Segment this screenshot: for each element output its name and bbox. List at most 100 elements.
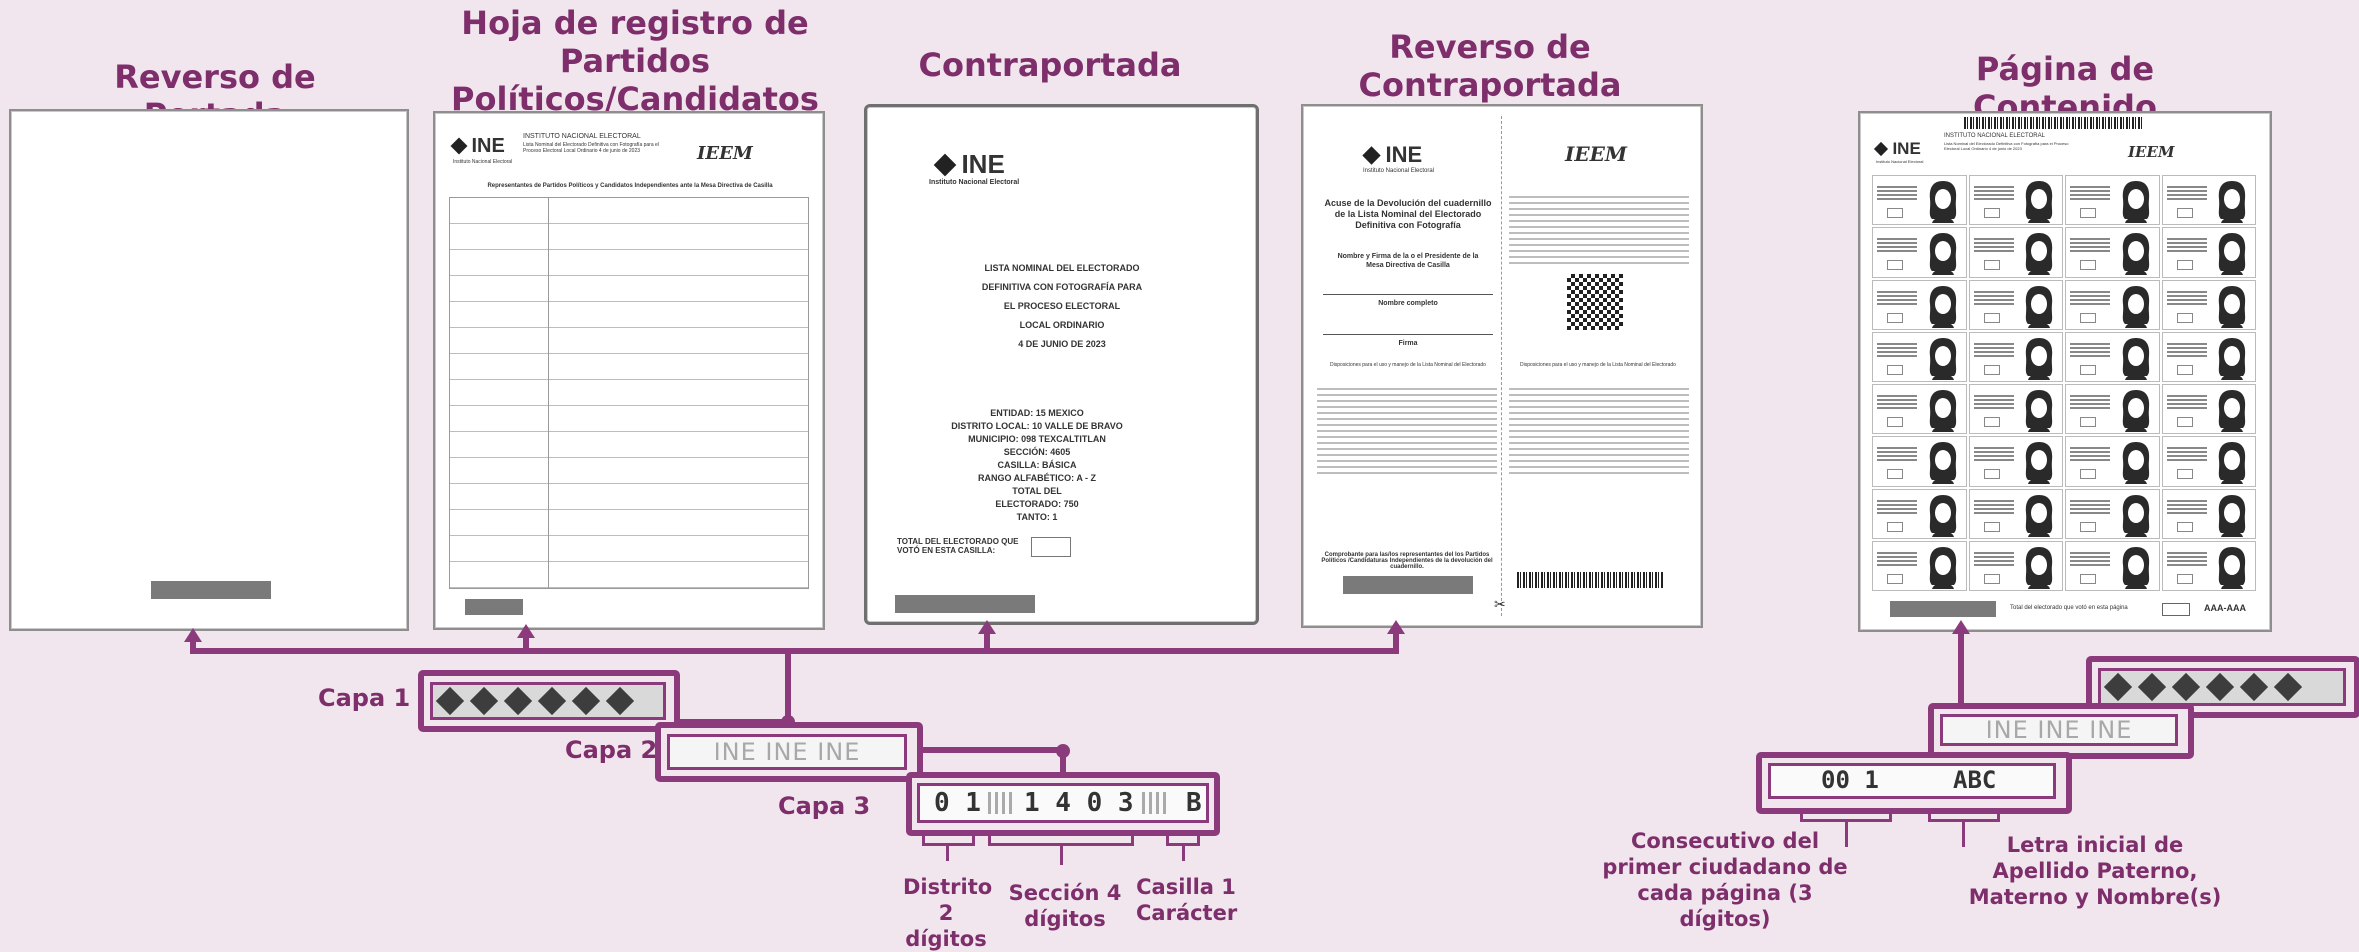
person-silhouette-icon xyxy=(2025,233,2053,276)
title-contraportada: Contraportada xyxy=(918,46,1182,84)
ieem-logo: IEEM xyxy=(2128,143,2175,161)
capa3-seccion: 1 4 0 3 xyxy=(1024,788,1134,818)
code-strip xyxy=(151,581,271,599)
disposiciones-left: Disposiciones para el uso y manejo de la… xyxy=(1330,362,1486,368)
voter-cell xyxy=(1872,175,1967,226)
capa2-label: Capa 2 xyxy=(565,736,658,764)
person-silhouette-icon xyxy=(2025,337,2053,380)
photo-grid xyxy=(1872,175,2258,593)
ieem-logo: IEEM xyxy=(1565,142,1627,166)
capa3-box: 0 1 1 4 0 3 B xyxy=(906,772,1220,836)
person-silhouette-icon xyxy=(1929,546,1956,589)
label-casilla: Casilla 1 Carácter xyxy=(1136,875,1238,925)
capa2-ine-text: INE INE INE xyxy=(667,734,907,770)
capa3-label: Capa 3 xyxy=(778,792,871,820)
person-silhouette-icon xyxy=(1929,442,1956,485)
person-silhouette-icon xyxy=(2025,285,2053,328)
voter-cell xyxy=(1968,227,2063,278)
person-silhouette-icon xyxy=(2025,546,2053,589)
code-strip xyxy=(1890,601,1996,617)
person-silhouette-icon xyxy=(2122,546,2149,589)
person-silhouette-icon xyxy=(2218,390,2246,432)
page-contraportada: INE Instituto Nacional Electoral LISTA N… xyxy=(864,104,1259,625)
nombre-firma: Nombre y Firma de la o el Presidente de … xyxy=(1337,253,1479,269)
ine-subtitle: Instituto Nacional Electoral xyxy=(453,159,513,165)
voter-cell xyxy=(2065,279,2160,330)
ine-logo: INE xyxy=(933,149,1005,180)
voter-cell xyxy=(1968,175,2063,226)
label-distrito: Distrito 2 dígitos xyxy=(903,875,993,951)
right-capa2-ine-text: INE INE INE xyxy=(1940,714,2178,746)
comprobante: Comprobante para las/los representantes … xyxy=(1321,552,1493,570)
capa3-bars xyxy=(988,792,1016,814)
voter-cell xyxy=(2161,279,2256,330)
person-silhouette-icon xyxy=(2218,442,2246,485)
title-reverso-contraportada: Reverso de Contraportada xyxy=(1358,28,1622,104)
person-silhouette-icon xyxy=(1929,285,1956,328)
qr-code-icon xyxy=(1567,274,1623,330)
voter-cell xyxy=(1872,384,1967,435)
voter-cell xyxy=(1968,488,2063,539)
texto-der xyxy=(1509,388,1689,478)
voter-cell xyxy=(1968,331,2063,382)
barcode xyxy=(1964,117,2144,129)
person-silhouette-icon xyxy=(2122,285,2149,328)
header-text: INSTITUTO NACIONAL ELECTORAL xyxy=(1944,133,2045,139)
texto-der-top xyxy=(1509,196,1689,266)
person-silhouette-icon xyxy=(2122,442,2149,485)
total-votaron: TOTAL DEL ELECTORADO QUE VOTÓ EN ESTA CA… xyxy=(897,537,1019,555)
label-seccion: Sección 4 dígitos xyxy=(1008,881,1122,931)
voter-cell xyxy=(2161,436,2256,487)
capa3-bars xyxy=(1142,792,1168,814)
page-contenido: INE Instituto Nacional Electoral INSTITU… xyxy=(1858,111,2272,632)
voter-cell xyxy=(1872,227,1967,278)
voter-cell xyxy=(1872,436,1967,487)
voter-cell xyxy=(2065,540,2160,591)
voter-cell xyxy=(2065,331,2160,382)
person-silhouette-icon xyxy=(2025,181,2053,223)
capa3-casilla: B xyxy=(1186,788,1202,818)
disposiciones-right: Disposiciones para el uso y manejo de la… xyxy=(1520,362,1676,368)
capa2-box: INE INE INE xyxy=(655,722,923,782)
person-silhouette-icon xyxy=(1929,390,1956,432)
capa1-label: Capa 1 xyxy=(318,684,411,712)
page-hoja-registro: INE Instituto Nacional Electoral INSTITU… xyxy=(433,111,825,630)
voter-cell xyxy=(1872,540,1967,591)
code-strip xyxy=(1343,576,1473,594)
voter-cell xyxy=(2065,488,2160,539)
ine-subtitle: Instituto Nacional Electoral xyxy=(1363,168,1435,174)
ieem-logo: IEEM xyxy=(697,143,753,164)
ine-subtitle: Instituto Nacional Electoral xyxy=(929,179,1020,186)
person-silhouette-icon xyxy=(2218,181,2246,223)
header-sub: Lista Nominal del Electorado Definitiva … xyxy=(523,142,659,154)
capa3-code: 0 1 1 4 0 3 B xyxy=(917,783,1209,823)
voter-cell xyxy=(1872,488,1967,539)
range-text: AAA-AAA xyxy=(2204,603,2246,613)
person-silhouette-icon xyxy=(2218,337,2246,380)
person-silhouette-icon xyxy=(2122,181,2149,223)
header-text: INSTITUTO NACIONAL ELECTORAL xyxy=(523,133,641,140)
voter-cell xyxy=(2161,384,2256,435)
acuse-title: Acuse de la Devolución del cuadernillo d… xyxy=(1324,198,1492,230)
person-silhouette-icon xyxy=(1929,233,1956,276)
code-strip xyxy=(895,595,1035,613)
texto-izq xyxy=(1317,388,1497,478)
right-letras: ABC xyxy=(1953,766,1997,794)
registro-table xyxy=(449,197,809,589)
barcode xyxy=(1517,572,1663,588)
voter-cell xyxy=(2161,175,2256,226)
person-silhouette-icon xyxy=(2025,390,2053,432)
person-silhouette-icon xyxy=(2122,337,2149,380)
voter-cell xyxy=(2065,175,2160,226)
voter-cell xyxy=(1968,279,2063,330)
ine-subtitle: Instituto Nacional Electoral xyxy=(1876,159,1924,164)
person-silhouette-icon xyxy=(1929,494,1956,537)
total-box xyxy=(2162,603,2190,616)
scissors-icon: ✂ xyxy=(1494,596,1506,612)
voter-cell xyxy=(2065,227,2160,278)
label-letra-inicial: Letra inicial de Apellido Paterno, Mater… xyxy=(1968,833,2222,909)
person-silhouette-icon xyxy=(1929,181,1956,223)
voter-cell xyxy=(1968,540,2063,591)
person-silhouette-icon xyxy=(2122,233,2149,276)
person-silhouette-icon xyxy=(2218,546,2246,589)
